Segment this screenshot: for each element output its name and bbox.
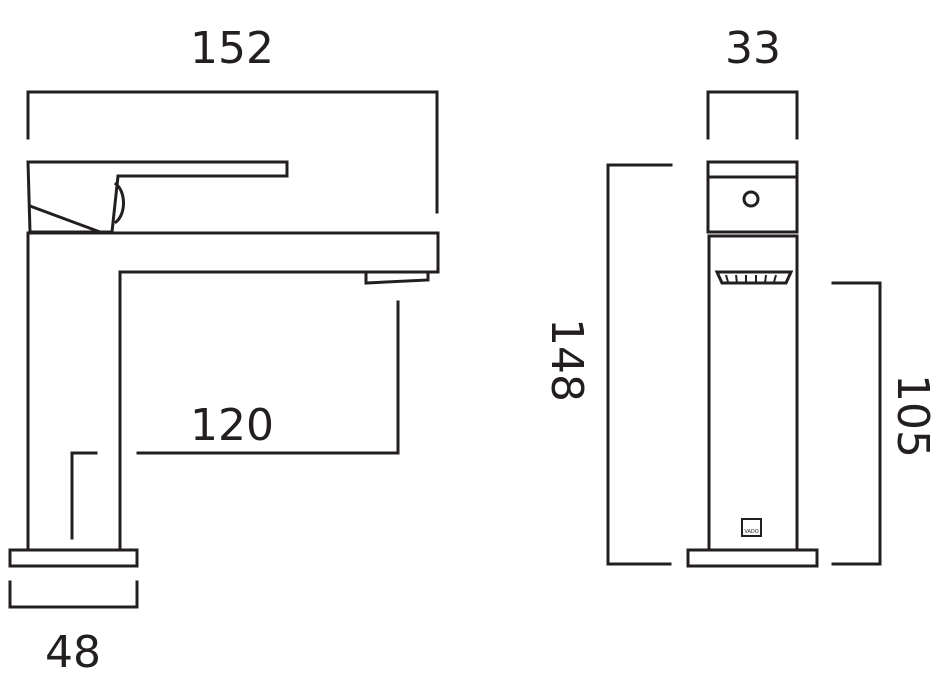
base-plate xyxy=(8,548,139,568)
front-aerator xyxy=(714,270,794,285)
front-body xyxy=(707,234,799,552)
front-lever-pivot-icon xyxy=(742,190,760,208)
lever-pivot xyxy=(113,181,125,225)
dim-label-base-width: 48 xyxy=(45,627,101,678)
front-lever-head xyxy=(706,160,799,234)
dim-line-spout-reach xyxy=(70,300,400,540)
dim-label-spout-height: 105 xyxy=(887,374,938,458)
svg-text:VADO: VADO xyxy=(744,529,758,535)
dim-label-body-depth: 33 xyxy=(725,23,781,74)
dim-line-spout-height xyxy=(831,281,882,566)
lever-joint xyxy=(28,204,102,234)
dim-label-spout-reach: 120 xyxy=(190,400,274,451)
dim-label-overall-width: 152 xyxy=(190,23,274,74)
dim-line-base-width xyxy=(8,580,139,609)
front-view: 33 VADO 148 105 xyxy=(541,23,938,568)
tap-body xyxy=(26,231,440,552)
side-view: 152 120 48 xyxy=(8,23,440,678)
vado-logo: VADO xyxy=(741,518,762,537)
dim-line-overall-width xyxy=(26,90,439,214)
aerator xyxy=(364,270,430,285)
dim-line-overall-height xyxy=(606,163,673,566)
front-aerator-grille xyxy=(725,274,777,284)
dim-label-overall-height: 148 xyxy=(541,318,592,402)
front-base-plate xyxy=(686,548,819,568)
dim-line-body-depth xyxy=(706,90,799,140)
lever-handle xyxy=(26,160,289,234)
